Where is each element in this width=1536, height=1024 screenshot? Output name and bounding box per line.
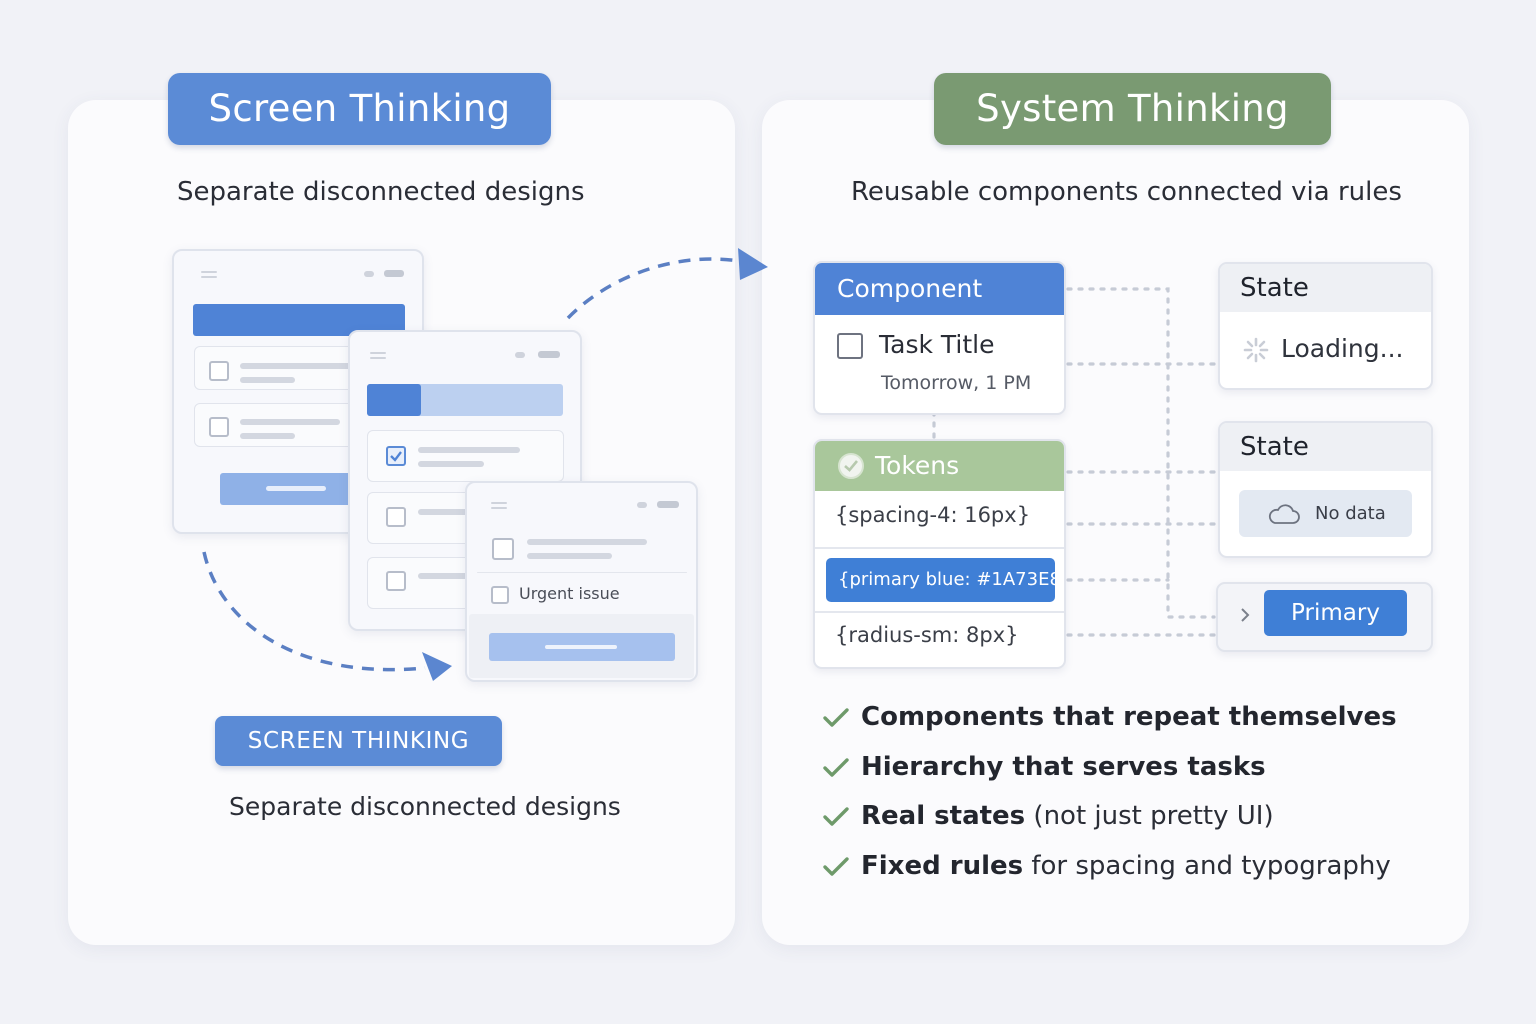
signal-icon — [364, 271, 374, 277]
text-line — [418, 461, 484, 467]
mock-button-line — [266, 486, 326, 491]
text-line — [240, 419, 340, 425]
screen-thinking-tag: SCREEN THINKING — [215, 716, 502, 766]
mock-button-line — [545, 645, 617, 649]
menu-icon — [201, 271, 217, 273]
tokens-header: Tokens — [815, 441, 1064, 491]
check-rest: (not just pretty UI) — [1025, 801, 1274, 831]
state-header: State — [1220, 423, 1431, 471]
checkbox-icon — [491, 586, 509, 604]
divider — [815, 547, 1064, 549]
checkbox-icon — [386, 507, 406, 527]
primary-button[interactable]: Primary — [1264, 590, 1407, 636]
tokens-header-label: Tokens — [875, 451, 960, 480]
system-thinking-title: System Thinking — [934, 73, 1331, 145]
checkbox-icon — [209, 417, 229, 437]
check-bold: Components that repeat themselves — [861, 702, 1397, 732]
text-line — [527, 539, 647, 545]
task-title: Task Title — [879, 330, 995, 359]
check-rest: for spacing and typography — [1023, 851, 1391, 881]
cloud-icon — [1268, 504, 1300, 524]
check-icon — [823, 807, 849, 826]
chevron-right-icon[interactable] — [1238, 606, 1252, 624]
checkbox-icon — [492, 538, 514, 560]
text-line — [418, 573, 478, 579]
window-control — [538, 351, 560, 358]
spinner-icon — [1243, 337, 1269, 363]
token-radius: {radius-sm: 8px} — [835, 623, 1019, 647]
loading-text: Loading... — [1281, 334, 1404, 363]
signal-icon — [515, 352, 525, 358]
text-line — [418, 509, 478, 515]
window-control — [384, 270, 404, 277]
checkbox-icon — [386, 571, 406, 591]
primary-button-card: Primary — [1216, 582, 1433, 652]
check-icon — [390, 451, 402, 462]
tokens-card: Tokens {spacing-4: 16px} {primary blue: … — [813, 439, 1066, 669]
no-data-text: No data — [1315, 503, 1386, 524]
no-data-box: No data — [1239, 490, 1412, 537]
window-control — [657, 501, 679, 508]
menu-icon — [370, 352, 386, 354]
component-card: Component Task Title Tomorrow, 1 PM — [813, 261, 1066, 415]
task-time: Tomorrow, 1 PM — [881, 372, 1032, 394]
token-spacing: {spacing-4: 16px} — [835, 503, 1031, 527]
check-icon — [823, 758, 849, 777]
check-icon — [823, 708, 849, 727]
system-thinking-subtitle: Reusable components connected via rules — [851, 177, 1402, 207]
text-line — [240, 433, 295, 439]
state-header: State — [1220, 264, 1431, 312]
text-line — [240, 377, 295, 383]
screen-thinking-subtitle: Separate disconnected designs — [177, 177, 585, 207]
menu-icon — [491, 502, 507, 504]
screen-thinking-title: Screen Thinking — [168, 73, 551, 145]
text-line — [527, 553, 612, 559]
state-card-loading: State Loading... — [1218, 262, 1433, 390]
signal-icon — [637, 502, 647, 508]
progress-fill — [367, 384, 421, 416]
screen-thinking-caption: Separate disconnected designs — [229, 792, 621, 821]
urgent-issue-label: Urgent issue — [519, 584, 620, 603]
checkbox-icon — [386, 446, 406, 466]
text-line — [418, 447, 520, 453]
check-bold: Hierarchy that serves tasks — [861, 752, 1266, 782]
check-bold: Real states — [861, 801, 1026, 831]
token-primary-blue-label: {primary blue: #1A73E8} — [838, 569, 1066, 590]
token-primary-blue[interactable]: {primary blue: #1A73E8} — [826, 558, 1064, 602]
divider — [477, 572, 687, 573]
divider — [815, 611, 1064, 613]
state-card-empty: State No data — [1218, 421, 1433, 558]
mock-screen-3: Urgent issue — [465, 481, 698, 682]
checkbox-icon — [209, 361, 229, 381]
checkbox-icon[interactable] — [837, 333, 863, 359]
check-bold: Fixed rules — [861, 851, 1024, 881]
text-line — [240, 363, 355, 369]
component-header: Component — [815, 263, 1064, 315]
check-icon — [823, 857, 849, 876]
check-badge-icon — [838, 453, 864, 479]
